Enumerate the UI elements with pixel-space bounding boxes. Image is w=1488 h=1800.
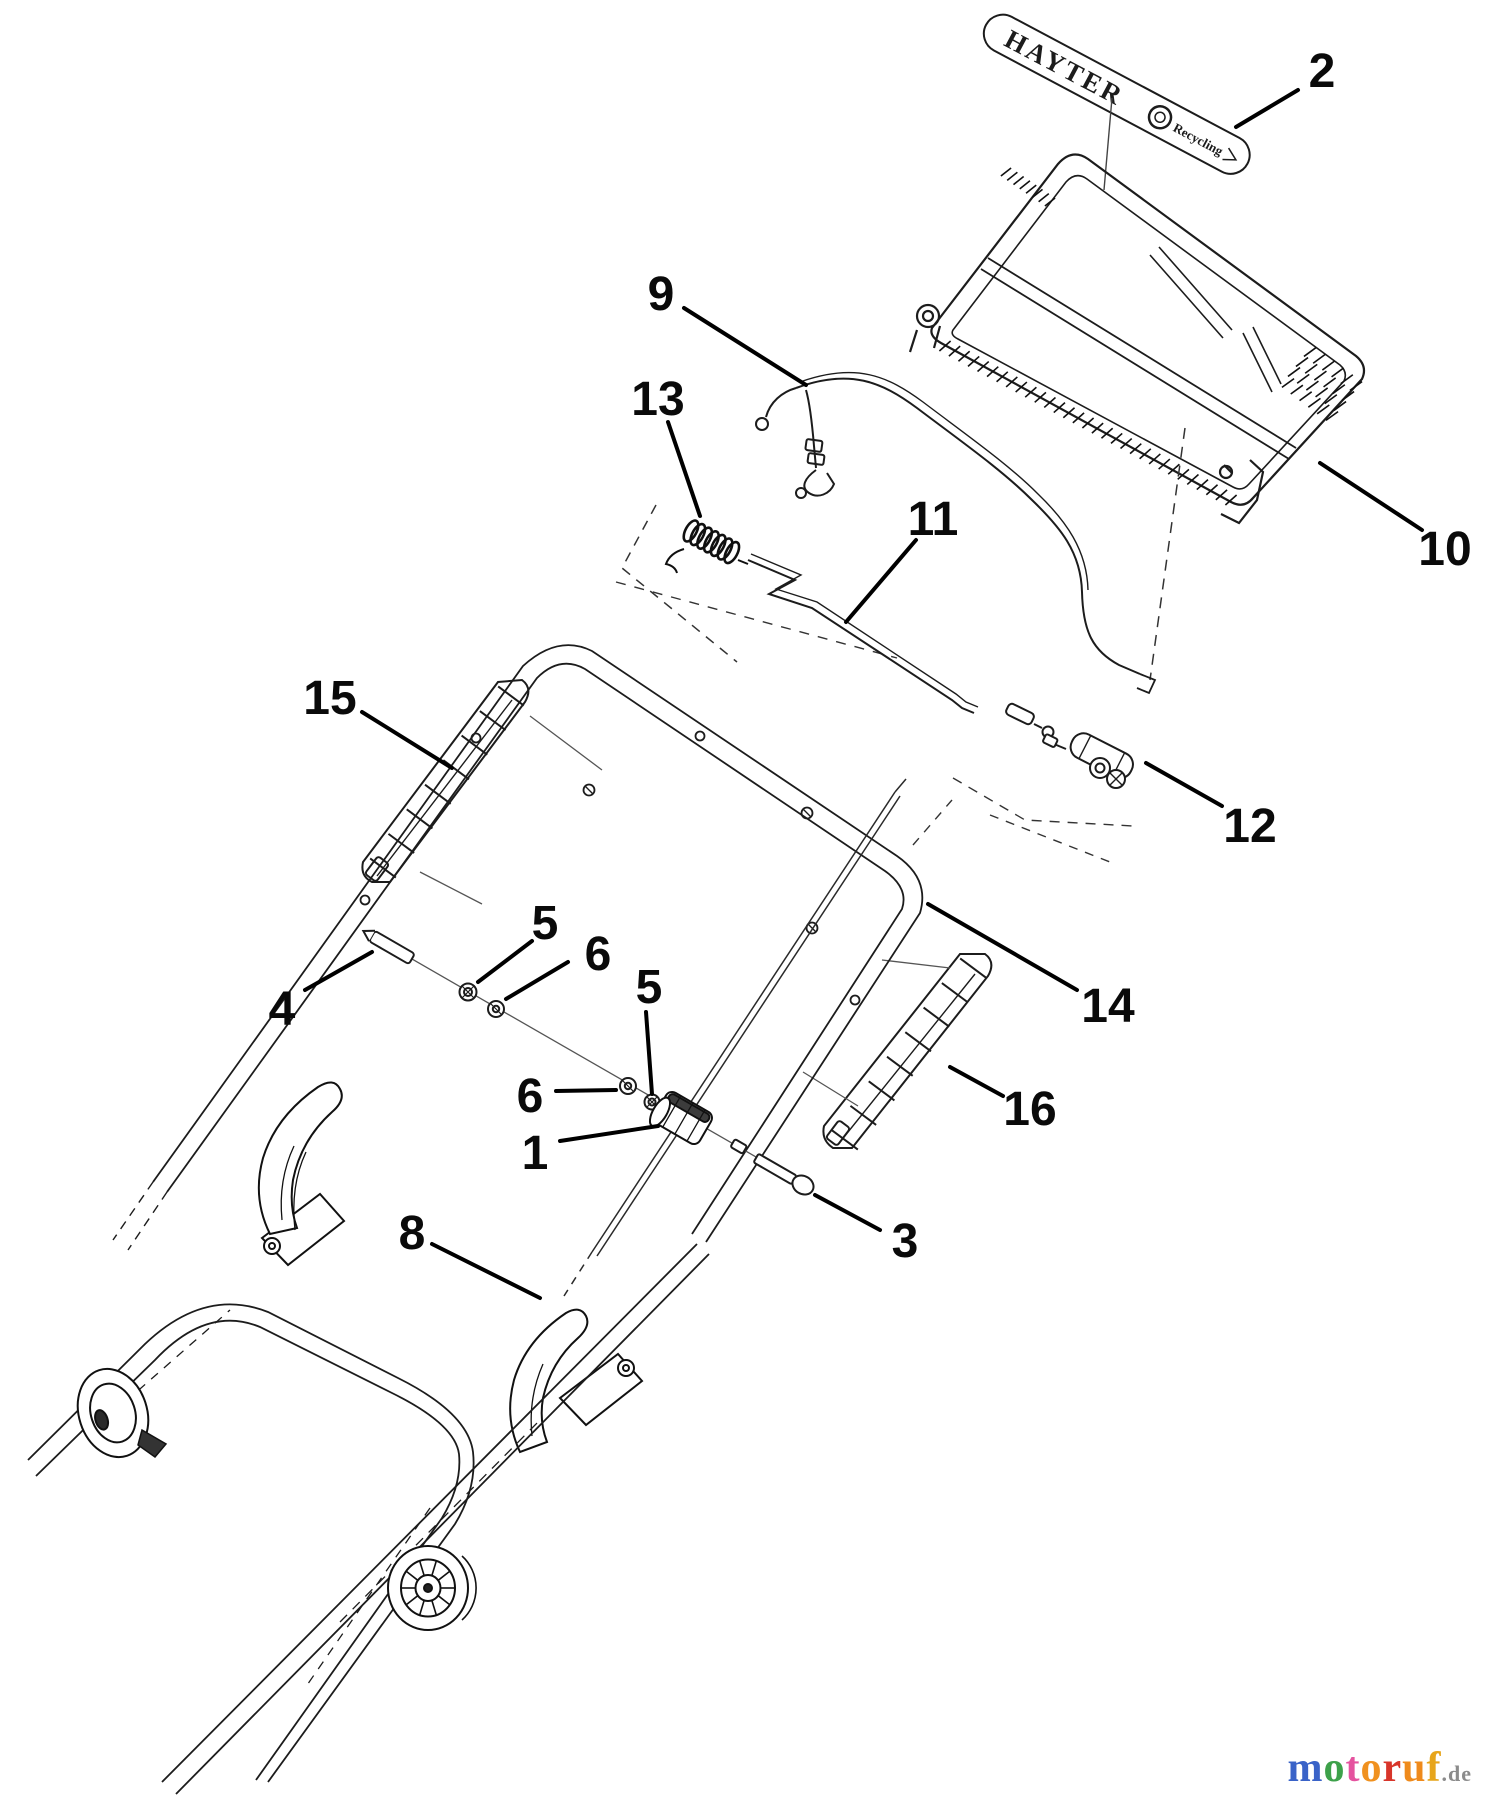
right-grip-strip-part — [822, 953, 993, 1151]
lower-handle-part — [27, 1243, 710, 1795]
callout-leader-line — [303, 950, 374, 992]
watermark-letter: o — [1323, 1745, 1346, 1791]
brake-rod-part — [747, 553, 1055, 739]
callout-label: 6 — [517, 1070, 544, 1123]
watermark-letter: m — [1287, 1745, 1324, 1791]
callout-label: 1 — [522, 1127, 549, 1180]
upper-handle-grip-part — [908, 153, 1366, 525]
wheel-lock-lever-part — [137, 1428, 168, 1459]
strip15-projection-lines — [419, 715, 603, 905]
callout-label: 4 — [269, 983, 296, 1036]
left-grip-strip-part — [361, 678, 530, 883]
callout-leader-line — [644, 1010, 654, 1096]
flange-nut-part — [458, 982, 478, 1002]
callout-label: 14 — [1081, 980, 1135, 1033]
pin-part — [361, 929, 415, 965]
callout-leader-line — [360, 710, 454, 770]
watermark-letter: f — [1426, 1745, 1442, 1791]
decal-brand-text: HAYTER — [1000, 24, 1130, 112]
watermark-letter: r — [1382, 1745, 1403, 1791]
detail-boundary-dashed — [912, 799, 1111, 863]
spring-part — [664, 519, 749, 574]
callout-leader-line — [554, 1088, 618, 1093]
cable-part — [755, 371, 1157, 695]
callout-label: 8 — [399, 1207, 426, 1260]
callout-label: 5 — [532, 897, 559, 950]
clamp-block-part — [648, 1090, 713, 1146]
wheel-small-part — [76, 1367, 150, 1459]
upper-handle-tubes-part — [112, 644, 924, 1251]
callout-label: 15 — [303, 672, 356, 725]
decal-part: HAYTER Recycling — [982, 13, 1251, 175]
cam-lever-left-part — [257, 1081, 346, 1267]
callout-leader-line — [504, 960, 570, 1001]
height-adjust-rod-part — [563, 778, 907, 1297]
watermark-letter: t — [1345, 1745, 1361, 1791]
callout-label: 9 — [648, 268, 675, 321]
callout-leader-line — [682, 306, 808, 387]
callout-leader-line — [813, 1193, 882, 1232]
decal-projection-line — [1103, 97, 1113, 191]
callout-label: 2 — [1309, 45, 1336, 98]
callout-leader-line — [1318, 461, 1424, 532]
callout-leader-line — [430, 1242, 542, 1300]
callout-leader-line — [666, 420, 702, 518]
washer-part — [487, 1000, 505, 1018]
bolt-part — [730, 1138, 815, 1196]
cable-adjuster-part — [1042, 732, 1134, 789]
callout-label: 16 — [1003, 1083, 1056, 1136]
callout-label: 10 — [1418, 523, 1471, 576]
detail-boundary-dashed — [952, 777, 1134, 827]
callout-leader-line — [948, 1065, 1005, 1098]
callout-leader-line — [844, 538, 918, 624]
wheel-large-part — [387, 1545, 477, 1631]
callout-label: 5 — [636, 961, 663, 1014]
callout-leader-line — [558, 1124, 660, 1143]
detail-boundary-dashed — [615, 581, 898, 659]
callout-label: 12 — [1223, 800, 1276, 853]
callout-leader-line — [926, 902, 1079, 992]
callout-label: 3 — [892, 1215, 919, 1268]
callout-label: 11 — [908, 493, 959, 546]
watermark-letter: o — [1360, 1745, 1383, 1791]
callout-leader-line — [476, 939, 534, 984]
projection-dashed-line — [1149, 427, 1186, 681]
callout-leader-line — [1234, 88, 1300, 129]
watermark-suffix: .de — [1441, 1761, 1472, 1786]
watermark-letter: u — [1402, 1745, 1427, 1791]
callout-label: 6 — [585, 928, 612, 981]
watermark-logo: motoruf.de — [1287, 1744, 1472, 1792]
callout-leader-line — [1144, 761, 1224, 808]
callout-label: 13 — [631, 373, 684, 426]
detail-boundary-dashed — [621, 504, 738, 663]
washer-part — [619, 1077, 637, 1095]
cam-lever-right-part — [509, 1308, 644, 1454]
